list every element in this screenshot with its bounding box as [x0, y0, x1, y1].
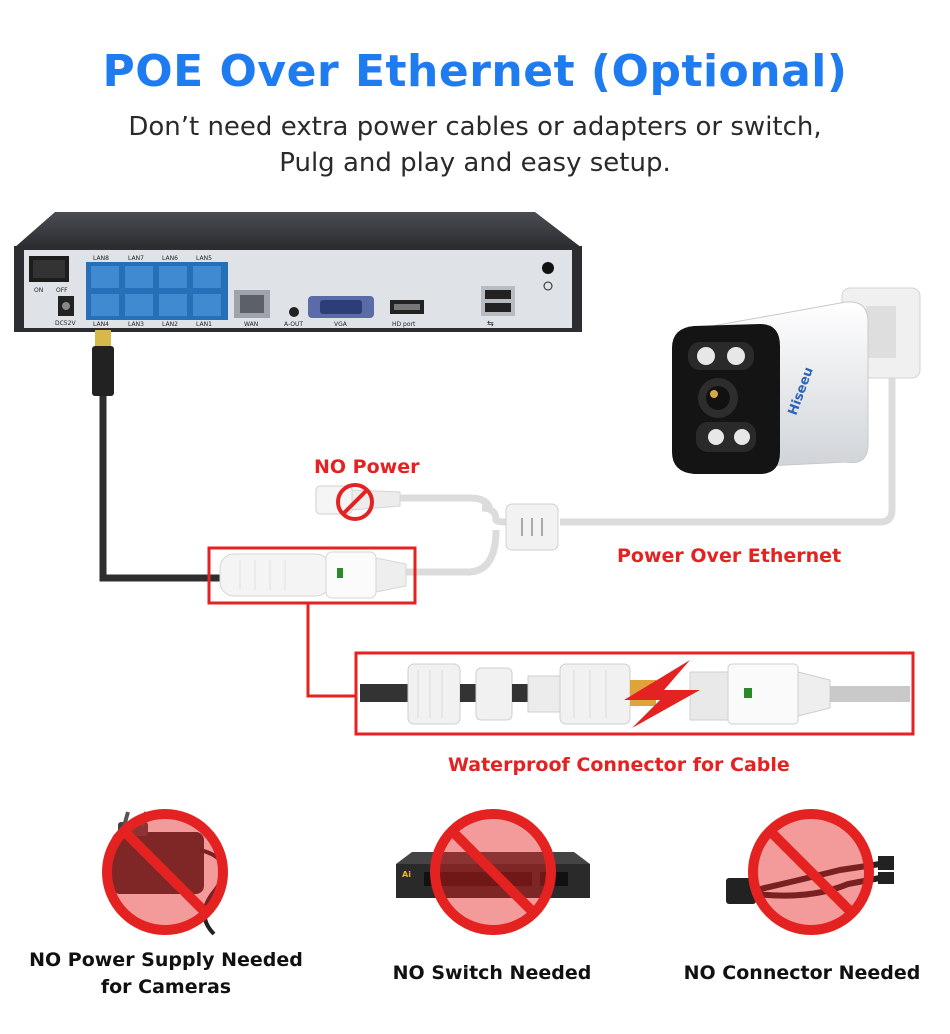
vga-label: VGA	[334, 321, 348, 328]
rj45-coupler	[219, 551, 407, 599]
lan3-label: LAN3	[128, 321, 144, 328]
black-network-cable	[99, 396, 225, 582]
camera-cable	[560, 372, 896, 526]
subtitle-line-2: Pulg and play and easy setup.	[279, 148, 671, 178]
no-power-prohibition-icon	[336, 483, 374, 521]
audio-label: A-OUT	[284, 321, 303, 328]
lan7-label: LAN7	[128, 255, 144, 262]
switch-off-label: OFF	[56, 287, 68, 294]
wan-label: WAN	[244, 321, 258, 328]
no-connector-caption: NO Connector Needed	[683, 962, 921, 984]
subtitle-line-1: Don’t need extra power cables or adapter…	[128, 112, 822, 142]
no-switch-prohibition-icon	[430, 809, 556, 935]
no-power-supply-prohibition-icon	[102, 809, 228, 935]
dc-label: DC52V	[55, 320, 76, 327]
switch-brand-label: Ai	[402, 870, 411, 879]
coupler-highlight-box	[207, 546, 417, 605]
hdmi-label: HD port	[392, 321, 416, 328]
no-power-supply-caption-line2: for Cameras	[100, 976, 232, 998]
lan6-label: LAN6	[162, 255, 178, 262]
lan8-label: LAN8	[93, 255, 109, 262]
poe-splitter-image	[726, 856, 894, 904]
ground-screw	[542, 262, 554, 274]
nvr-device: ON OFF DC52V LAN8 LAN7 LAN6 LAN5 LAN4 LA…	[14, 212, 582, 332]
page-title: POE Over Ethernet (Optional)	[102, 46, 848, 97]
lan-port-block	[86, 262, 228, 320]
lan1-label: LAN1	[196, 321, 212, 328]
no-power-supply-caption-line1: NO Power Supply Needed	[29, 949, 303, 971]
audio-out-jack	[289, 307, 299, 317]
lan2-label: LAN2	[162, 321, 178, 328]
ethernet-plug	[92, 330, 114, 396]
switch-on-label: ON	[34, 287, 43, 294]
waterproof-connector-illustration	[360, 660, 910, 728]
poe-label: Power Over Ethernet	[617, 545, 842, 567]
no-switch-caption: NO Switch Needed	[392, 962, 592, 984]
connection-arrow-icon	[624, 660, 700, 728]
no-power-label: NO Power	[314, 456, 420, 478]
waterproof-label: Waterproof Connector for Cable	[448, 754, 790, 776]
lan4-label: LAN4	[93, 321, 109, 328]
callout-line	[306, 603, 356, 698]
svg-text:⇆: ⇆	[487, 319, 494, 328]
lan5-label: LAN5	[196, 255, 212, 262]
bullet-camera: Hiseeu	[672, 287, 921, 474]
no-connector-prohibition-icon	[748, 809, 874, 935]
